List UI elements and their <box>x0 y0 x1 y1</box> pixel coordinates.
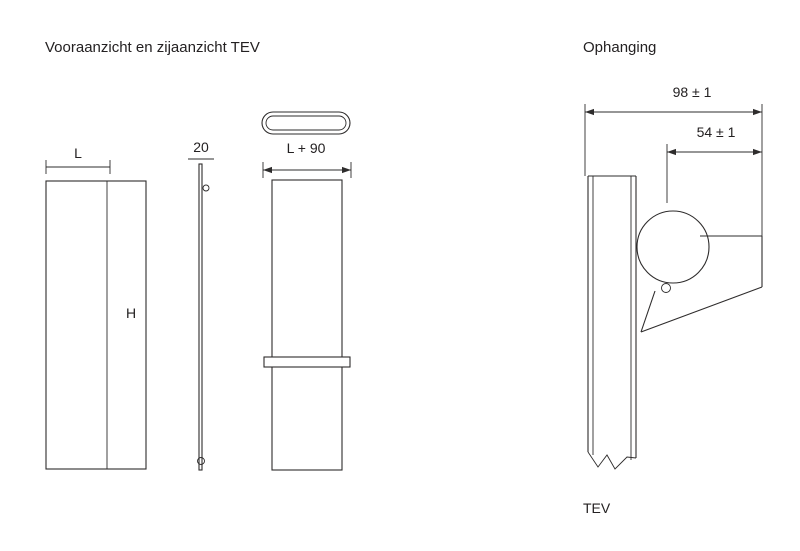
side-view-wide-outline <box>271 179 343 471</box>
capsule-outer-outline <box>261 111 351 135</box>
capsule-inner-outline <box>265 115 347 131</box>
dim-L-label: L <box>74 145 82 161</box>
top-view-capsule <box>261 111 351 135</box>
dim-54-arrow-right <box>753 148 762 156</box>
dim-98-label: 98 ± 1 <box>673 84 712 100</box>
mounting-title: Ophanging <box>583 39 656 56</box>
side-view-bracket-band <box>263 356 351 368</box>
dim-54-label: 54 ± 1 <box>697 124 736 140</box>
side-view-bottom-nipple <box>197 457 205 465</box>
side-view-top-nipple <box>202 184 210 192</box>
dim-L90-arrow-left <box>263 166 272 174</box>
front-view-outline <box>45 180 147 470</box>
bracket-diagonal-edge <box>640 286 763 333</box>
dim-98: 98 ± 1 <box>584 84 763 236</box>
side-view-profile <box>198 163 203 471</box>
dim-54-arrow-left <box>667 148 676 156</box>
dim-L90-label: L + 90 <box>287 140 326 156</box>
panel-bottom-break <box>587 451 637 470</box>
dim-H-label: H <box>126 305 136 321</box>
mounting-view: Ophanging 98 ± 1 54 ± 1 <box>583 39 763 516</box>
bracket-screw-circle <box>661 283 671 293</box>
side-view-wide <box>263 179 351 471</box>
mounting-bracket <box>636 210 763 333</box>
front-and-side-views: Vooraanzicht en zijaanzicht TEV L H 20 <box>45 39 352 471</box>
mounting-caption: TEV <box>583 500 611 516</box>
views-title: Vooraanzicht en zijaanzicht TEV <box>45 39 260 56</box>
front-view: L H <box>45 145 147 470</box>
dim-54: 54 ± 1 <box>666 124 762 203</box>
bracket-lower-left-edge <box>640 290 656 333</box>
panel-profile <box>587 175 637 470</box>
bracket-roller-circle <box>636 210 710 284</box>
dim-98-arrow-right <box>753 108 762 116</box>
dim-98-arrow-left <box>585 108 594 116</box>
side-view-thin: 20 <box>188 139 214 471</box>
dim-L90-arrow-right <box>342 166 351 174</box>
dim-20-label: 20 <box>193 139 209 155</box>
dim-L90: L + 90 <box>262 140 352 178</box>
